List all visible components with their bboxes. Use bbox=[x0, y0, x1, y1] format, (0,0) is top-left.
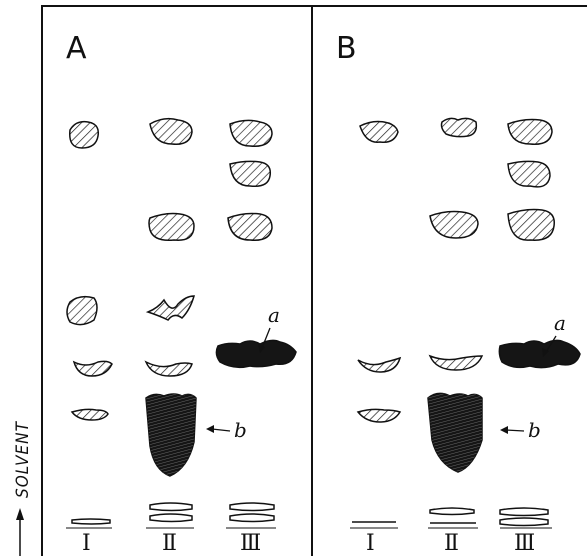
spot bbox=[70, 122, 99, 148]
spot bbox=[508, 161, 550, 187]
spot bbox=[442, 118, 477, 136]
spot bbox=[358, 358, 400, 372]
spot bbox=[358, 409, 400, 422]
baseline-band bbox=[230, 503, 274, 511]
lane-label-ii: Ⅱ bbox=[162, 531, 177, 556]
panel-a-spots bbox=[67, 119, 296, 524]
spot-a bbox=[216, 340, 296, 367]
panel-a-letter: A bbox=[66, 31, 87, 66]
lane-label-iii: Ⅲ bbox=[514, 531, 535, 556]
baseline-band bbox=[150, 514, 192, 522]
spot bbox=[148, 296, 194, 320]
lane-labels-panel-b: I Ⅱ Ⅲ bbox=[350, 528, 552, 556]
panel-b-frame bbox=[312, 6, 587, 556]
spot bbox=[72, 409, 108, 420]
panel-b-letter: B bbox=[336, 31, 357, 66]
lane-label-i: I bbox=[366, 531, 375, 556]
panel-b-spots bbox=[352, 118, 580, 525]
spot bbox=[430, 356, 482, 370]
spot bbox=[150, 119, 192, 145]
lane-labels-panel-a: I Ⅱ Ⅲ bbox=[66, 528, 276, 556]
spot bbox=[230, 120, 272, 146]
spot bbox=[360, 122, 398, 143]
solvent-label: SOLVENT bbox=[13, 420, 33, 498]
lane-label-i: I bbox=[82, 531, 91, 556]
solvent-direction-arrow bbox=[16, 508, 24, 556]
baseline-band bbox=[500, 518, 548, 526]
baseline-band bbox=[150, 503, 192, 511]
callout-b-label-panel-a: b bbox=[234, 418, 247, 442]
baseline-band bbox=[230, 514, 274, 522]
spot bbox=[67, 297, 97, 325]
lane-label-iii: Ⅲ bbox=[240, 531, 261, 556]
spot bbox=[74, 361, 112, 376]
baseline-band bbox=[72, 519, 110, 524]
spot bbox=[149, 214, 194, 241]
spot bbox=[430, 212, 478, 239]
panel-a-frame bbox=[42, 6, 312, 556]
spot bbox=[228, 214, 272, 241]
spot bbox=[508, 120, 552, 145]
spot bbox=[230, 161, 270, 186]
lane-label-ii: Ⅱ bbox=[444, 531, 459, 556]
baseline-band bbox=[430, 508, 474, 515]
spot bbox=[146, 362, 192, 376]
baseline-band bbox=[500, 508, 548, 516]
callout-b-arrow-panel-b bbox=[500, 426, 524, 434]
spot bbox=[508, 210, 554, 241]
callout-b-arrow-panel-a bbox=[206, 425, 230, 433]
callout-a-label-panel-a: a bbox=[268, 303, 280, 327]
callout-b-label-panel-b: b bbox=[528, 418, 541, 442]
spot-a bbox=[499, 340, 580, 367]
callout-a-label-panel-b: a bbox=[554, 311, 566, 335]
